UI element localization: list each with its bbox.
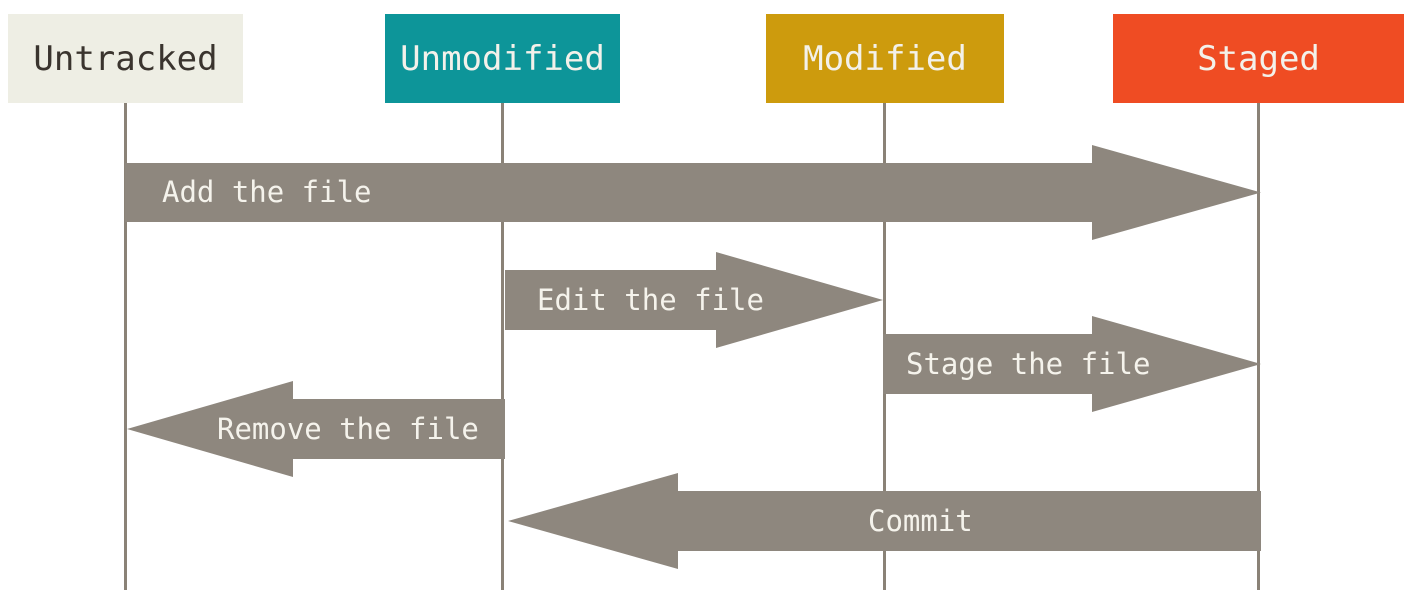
state-box-untracked: Untracked <box>8 14 243 103</box>
state-box-staged: Staged <box>1113 14 1404 103</box>
arrow-shaft-remove-the-file <box>293 399 505 459</box>
arrow-shaft-edit-the-file <box>505 270 716 330</box>
lifeline-staged <box>1257 103 1260 590</box>
arrow-shaft-add-the-file <box>125 163 1092 222</box>
state-label-untracked: Untracked <box>33 38 218 79</box>
arrow-shaft-commit <box>678 491 1261 551</box>
arrow-shaft-stage-the-file <box>883 334 1092 394</box>
state-label-staged: Staged <box>1197 38 1320 79</box>
transition-label-remove-the-file: Remove the file <box>217 412 479 446</box>
transition-label-commit: Commit <box>868 504 973 538</box>
transition-label-edit-the-file: Edit the file <box>537 283 764 317</box>
arrowhead-left-icon <box>508 473 678 569</box>
state-label-modified: Modified <box>803 38 967 79</box>
state-label-unmodified: Unmodified <box>400 38 605 79</box>
lifeline-unmodified <box>501 103 504 590</box>
transition-label-stage-the-file: Stage the file <box>906 347 1151 381</box>
transition-label-add-the-file: Add the file <box>162 175 372 209</box>
lifeline-untracked <box>124 103 127 590</box>
state-box-unmodified: Unmodified <box>385 14 620 103</box>
state-box-modified: Modified <box>766 14 1004 103</box>
arrowhead-right-icon <box>1092 145 1261 240</box>
